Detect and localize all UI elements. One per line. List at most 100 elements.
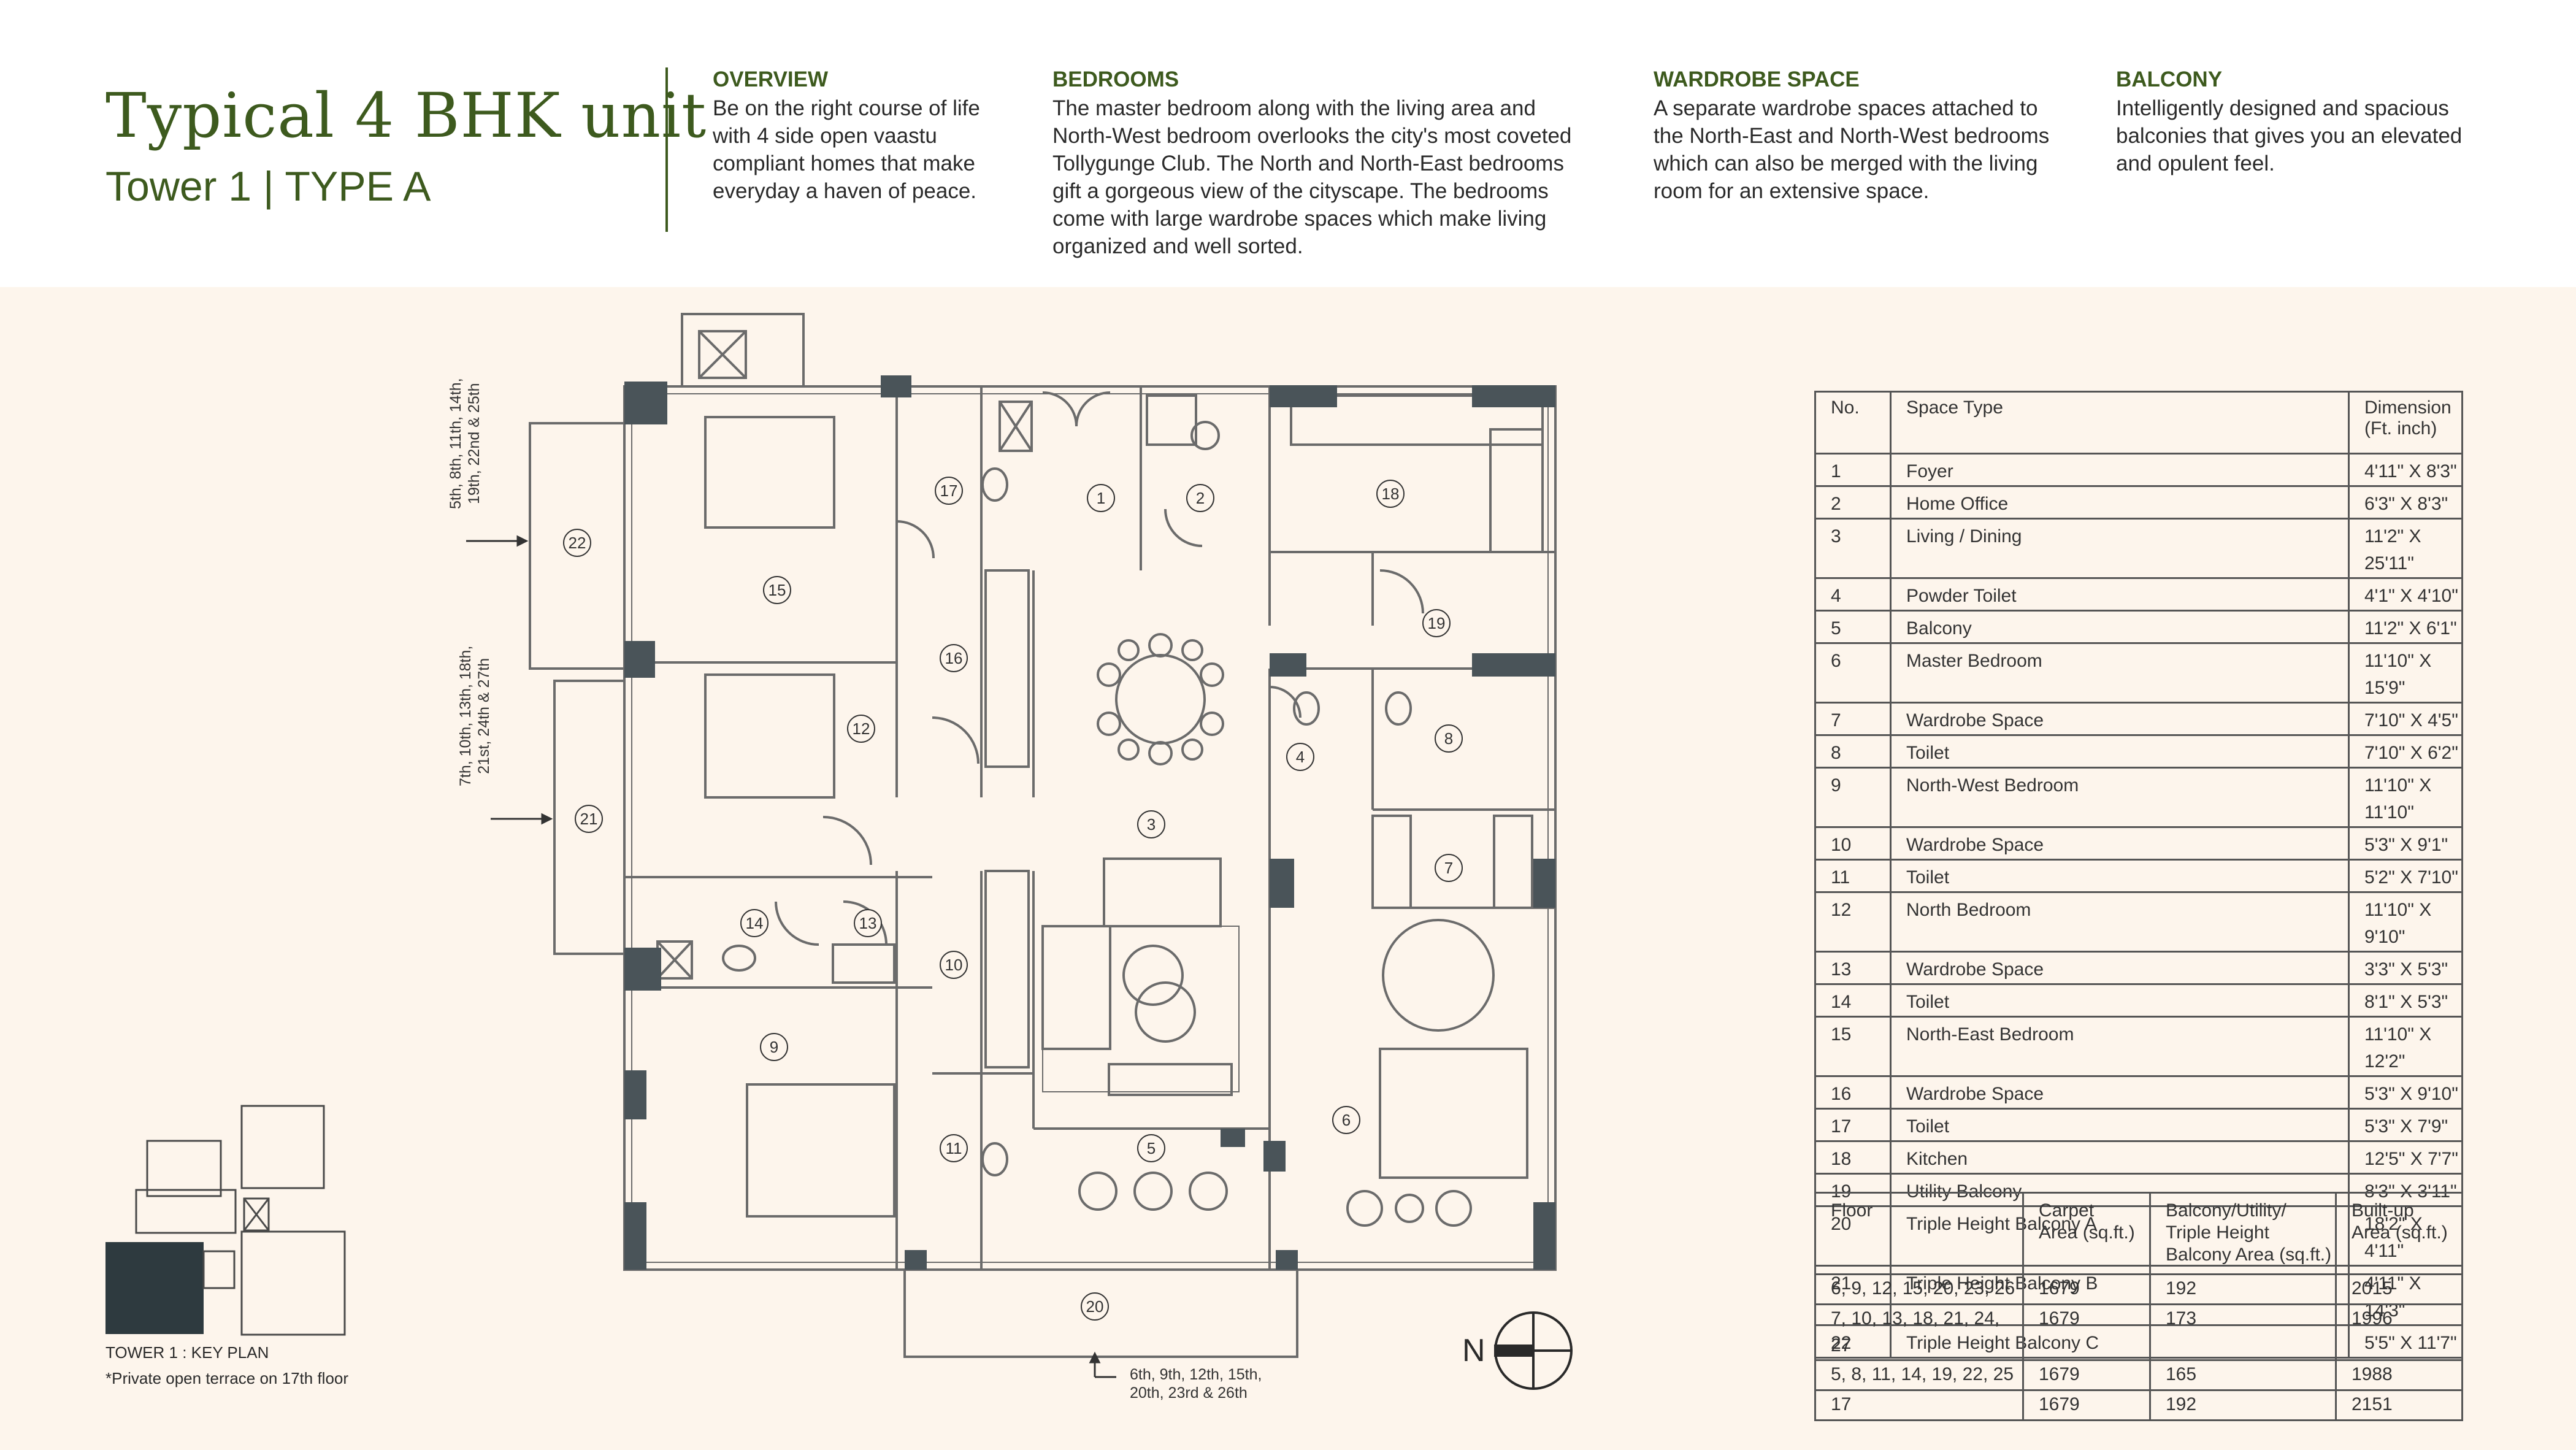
overview-line: with 4 side open vaastu [713,124,937,148]
cell-dimension: 5'2" X 7'10" [2348,859,2463,893]
cell-no: 16 [1814,1075,1892,1110]
cell-builtup: 1988 [2335,1359,2463,1391]
room-number-marker: 8 [1435,724,1463,753]
balcony-section: BALCONY Intelligently designed and spaci… [2116,66,2462,177]
col-dimension: Dimension (Ft. inch) [2348,391,2463,455]
key-plan-diagram [105,1105,346,1336]
kitchen-counter [1290,394,1544,446]
col-floor: Floor [1814,1192,2024,1275]
col-no: No. [1814,391,1892,455]
cell-floor: 5, 8, 11, 14, 19, 22, 25 [1814,1359,2024,1391]
cell-dimension: 12'5" X 7'7" [2348,1140,2463,1175]
overview-section: OVERVIEW Be on the right course of life … [713,66,980,205]
sofa-left [1041,925,1111,1050]
balcony-line: Intelligently designed and spacious [2116,96,2449,120]
cell-no: 11 [1814,859,1892,893]
cell-space-type: Wardrobe Space [1890,826,2350,861]
cell-space-type: Toilet [1890,983,2350,1018]
cell-dimension: 7'10" X 4'5" [2348,702,2463,736]
cell-space-type: Powder Toilet [1890,577,2350,612]
room-number-marker: 7 [1435,854,1463,882]
room-number-marker: 14 [740,909,769,937]
cell-no: 7 [1814,702,1892,736]
cell-no: 12 [1814,891,1892,953]
cell-space-type: Living / Dining [1890,518,2350,579]
master-bed [1379,1048,1528,1179]
cell-no: 4 [1814,577,1892,612]
cell-no: 9 [1814,767,1892,828]
cell-dimension: 6'3" X 8'3" [2348,485,2463,520]
room-number-marker: 10 [940,951,968,979]
wall-blocks [624,375,1555,1270]
page-subtitle: Tower 1 | TYPE A [105,163,431,210]
duct-top [681,313,805,388]
cell-no: 10 [1814,826,1892,861]
cell-dimension: 5'3" X 9'10" [2348,1075,2463,1110]
room-number-marker: 17 [935,477,963,505]
cell-builtup: 2015 [2335,1273,2463,1305]
area-table: Floor Carpet Area (sq.ft.) Balcony/Utili… [1814,1192,2463,1421]
cell-balcony: 165 [2149,1359,2337,1391]
room-number-marker: 5 [1137,1134,1165,1162]
floor-note-22: 5th, 8th, 11th, 14th, 19th, 22nd & 25th [447,378,483,509]
room-number-marker: 20 [1081,1292,1109,1321]
cell-no: 14 [1814,983,1892,1018]
cell-no: 15 [1814,1016,1892,1077]
cell-no: 1 [1814,453,1892,487]
room-number-marker: 6 [1332,1106,1360,1134]
key-plan-label: TOWER 1 : KEY PLAN [105,1343,269,1362]
cell-dimension: 11'2" X 25'11" [2348,518,2463,579]
bedrooms-line: come with large wardrobe spaces which ma… [1052,207,1547,231]
overview-heading: OVERVIEW [713,67,829,91]
wardrobe-line: which can also be merged with the living [1654,152,2038,175]
overview-line: Be on the right course of life [713,96,980,120]
cell-space-type: North-West Bedroom [1890,767,2350,828]
cell-no: 5 [1814,610,1892,644]
cell-no: 3 [1814,518,1892,579]
cell-builtup: 1996 [2335,1303,2463,1361]
inner-wall-line [631,393,1549,1263]
wardrobe-10 [984,870,1030,1068]
cell-space-type: Balcony [1890,610,2350,644]
room-number-marker: 3 [1137,810,1165,838]
cell-no: 6 [1814,642,1892,704]
cell-carpet: 1679 [2022,1359,2151,1391]
bed-12 [704,673,835,799]
room-number-marker: 1 [1087,484,1115,512]
lounger-rug [1382,919,1495,1032]
cell-space-type: Toilet [1890,734,2350,769]
cell-dimension: 4'1" X 4'10" [2348,577,2463,612]
room-number-marker: 18 [1376,480,1405,508]
header-band: Typical 4 BHK unit Tower 1 | TYPE A OVER… [0,0,2576,287]
wardrobe-heading: WARDROBE SPACE [1654,67,1860,91]
cell-dimension: 4'11" X 8'3" [2348,453,2463,487]
cell-dimension: 5'3" X 7'9" [2348,1108,2463,1142]
sofa-top [1103,857,1222,927]
cell-no: 2 [1814,485,1892,520]
wardrobe-7a [1371,815,1412,909]
overview-line: everyday a haven of peace. [713,179,977,203]
cell-dimension: 8'1" X 5'3" [2348,983,2463,1018]
cell-space-type: North Bedroom [1890,891,2350,953]
col-carpet: Carpet Area (sq.ft.) [2022,1192,2151,1275]
floor-note-21: 7th, 10th, 13th, 18th, 21st, 24th & 27th [457,645,493,786]
room-number-marker: 16 [940,644,968,672]
col-builtup: Built-up Area (sq.ft.) [2335,1192,2463,1275]
wardrobe-line: the North-East and North-West bedrooms [1654,124,2050,148]
room-number-marker: 4 [1286,743,1314,771]
cell-space-type: Toilet [1890,859,2350,893]
cell-space-type: Kitchen [1890,1140,2350,1175]
